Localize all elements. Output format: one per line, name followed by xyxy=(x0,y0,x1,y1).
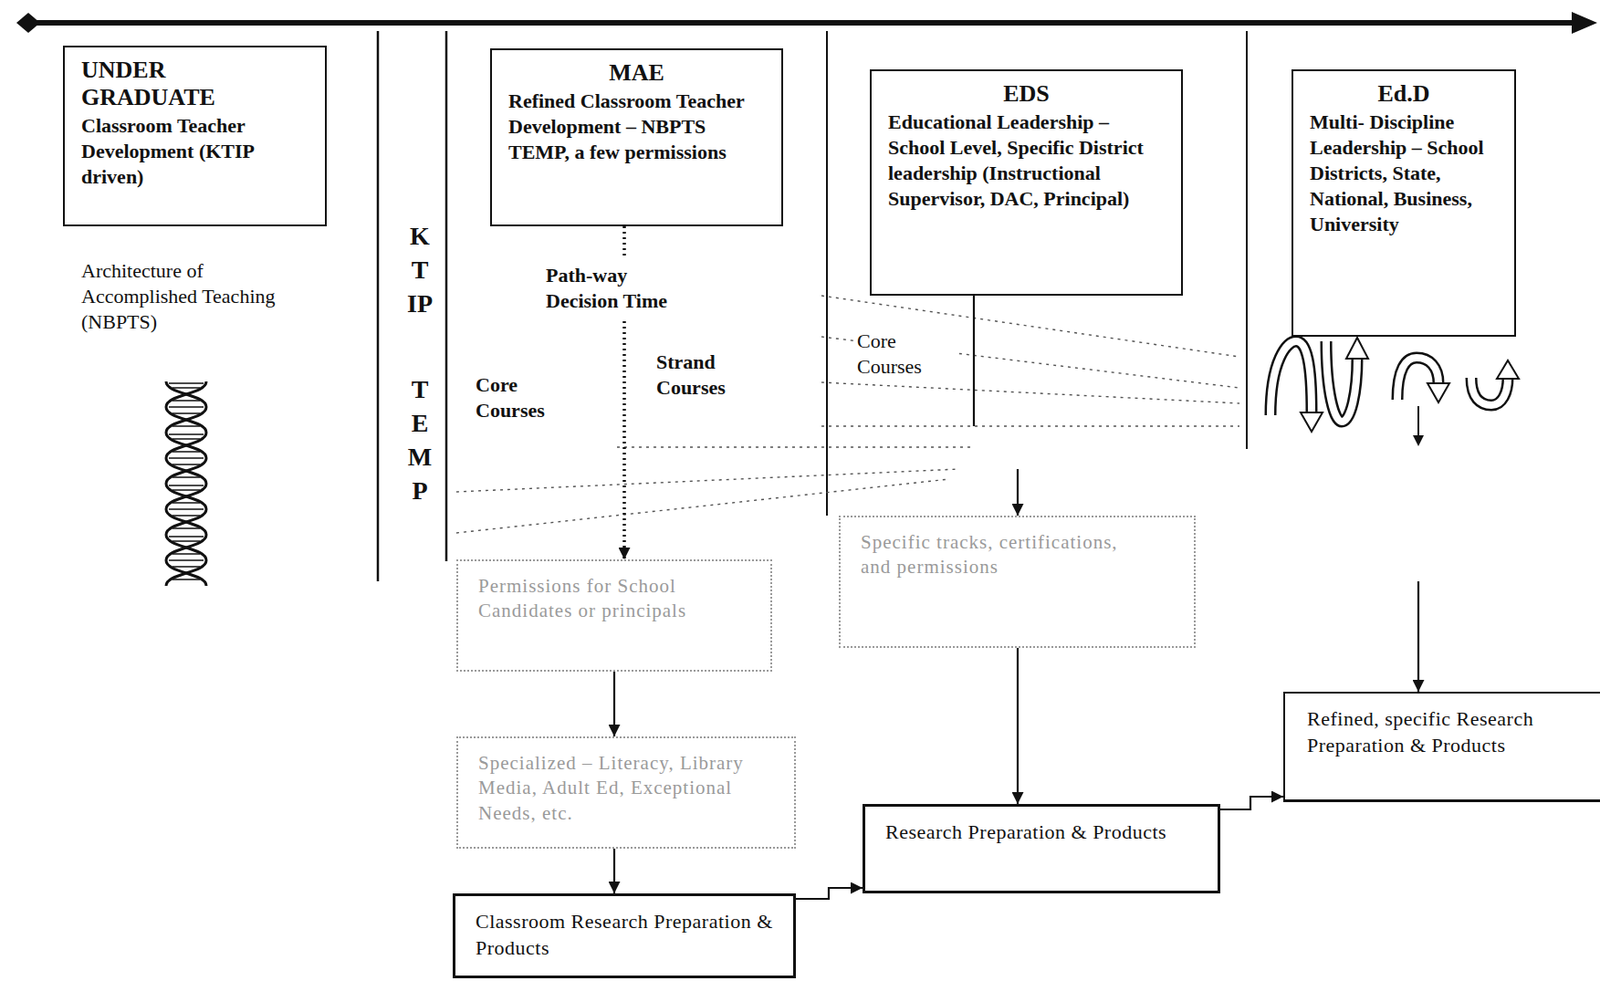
short-arrowhead xyxy=(1412,435,1424,447)
connector-arrow xyxy=(973,295,1018,516)
box-heading: MAE xyxy=(508,59,765,87)
connector-arrow xyxy=(1417,581,1420,692)
short-arrow xyxy=(1417,406,1420,437)
box-text: Permissions for School Candidates or pri… xyxy=(478,574,707,625)
box-text: Classroom Research Preparation & Product… xyxy=(475,909,774,962)
divider-line xyxy=(826,31,828,516)
box-heading: Ed.D xyxy=(1309,80,1498,108)
dotted-guide xyxy=(456,295,1240,534)
course-label: Strand Courses xyxy=(656,349,757,401)
faded-box: Specialized – Literacy, Library Media, A… xyxy=(456,736,796,849)
research-box: Classroom Research Preparation & Product… xyxy=(452,893,796,979)
vertical-label: KTIP xyxy=(407,219,433,321)
box-text: Specialized – Literacy, Library Media, A… xyxy=(478,751,774,827)
box-text: Specific tracks, certifications, and per… xyxy=(860,530,1121,581)
pathway-label: Path-way Decision Time xyxy=(545,262,701,314)
box-text: Refined Classroom Teacher Development – … xyxy=(508,88,765,166)
curly-arrows xyxy=(1270,337,1519,432)
research-box: Refined, specific Research Preparation &… xyxy=(1283,691,1600,803)
dna-helix xyxy=(166,381,207,586)
box-heading: UNDER GRADUATE xyxy=(81,56,264,112)
divider-line xyxy=(1245,31,1248,450)
box-text: Educational Leadership – School Level, S… xyxy=(888,109,1165,212)
stage-box: MAERefined Classroom Teacher Development… xyxy=(490,48,784,227)
box-text: Multi- Discipline Leadership – School Di… xyxy=(1309,109,1498,238)
connector-arrow xyxy=(1016,648,1019,805)
connector-arrow xyxy=(1220,796,1284,810)
timeline-line xyxy=(27,20,1578,26)
box-text: Research Preparation & Products xyxy=(885,819,1198,847)
connector-arrow xyxy=(613,671,616,737)
caption-label: Architecture of Accomplished Teaching (N… xyxy=(81,258,321,335)
connector-arrow xyxy=(795,888,863,900)
divider-line xyxy=(445,31,449,562)
divider-line xyxy=(376,31,380,582)
timeline-arrowhead xyxy=(1571,11,1598,34)
course-label: Core Courses xyxy=(475,372,576,424)
faded-box: Permissions for School Candidates or pri… xyxy=(456,559,773,672)
timeline-diamond xyxy=(16,12,41,33)
box-text: Refined, specific Research Preparation &… xyxy=(1307,706,1556,759)
stage-box: EDSEducational Leadership – School Level… xyxy=(869,69,1183,296)
vertical-label: TEMP xyxy=(407,372,433,508)
stage-box: Ed.DMulti- Discipline Leadership – Schoo… xyxy=(1291,69,1517,337)
box-heading: EDS xyxy=(888,80,1165,108)
course-label: Core Courses xyxy=(857,328,958,380)
box-text: Classroom Teacher Development (KTIP driv… xyxy=(81,113,309,190)
faded-box: Specific tracks, certifications, and per… xyxy=(838,515,1196,649)
stage-box: UNDER GRADUATEClassroom Teacher Developm… xyxy=(62,45,327,227)
connector-arrow xyxy=(613,848,616,894)
research-box: Research Preparation & Products xyxy=(862,804,1221,894)
